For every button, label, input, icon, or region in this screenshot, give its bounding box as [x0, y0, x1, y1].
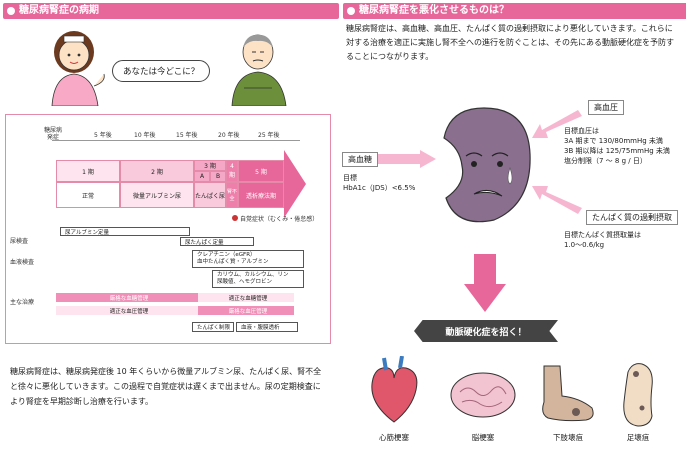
desc-microalbumin-text: 微量アルブミン尿	[133, 192, 181, 200]
blood-bar-creatinine: クレアチニン（eGFR） 血中たんぱく質・アルブミン	[192, 250, 304, 268]
urine-bar-protein: 尿たんぱく定量	[180, 237, 254, 246]
tx-proper-bp-text: 適正な血圧管理	[109, 308, 149, 315]
desc-normal: 正常	[56, 182, 120, 208]
desc-dialysis: 透析療法期	[238, 182, 284, 208]
desc-dialysis-text: 透析療法期	[245, 192, 276, 200]
factor-hypertension-line-2: 3A 期まで 130/80mmHg 未満	[564, 137, 663, 145]
tx-proper-glucose: 適正な血糖管理	[198, 293, 294, 302]
bullet-icon	[7, 7, 15, 15]
question-bubble: あなたは今どこに？	[112, 60, 211, 82]
right-section-header: 糖尿病腎症を悪化させるものは？	[343, 3, 686, 19]
year-tick-20: 20 年後	[218, 132, 240, 139]
kidney-illustration	[443, 107, 531, 223]
left-header-text: 糖尿病腎症の病期	[19, 5, 99, 16]
row-label-urine: 尿検査	[10, 238, 29, 245]
stage-3b-label: B	[215, 173, 221, 180]
down-arrow	[464, 254, 506, 312]
tx-proper-glucose-text: 適正な血糖管理	[228, 295, 268, 302]
stage-2-label: 2 期	[151, 168, 163, 176]
arrow-hypertension	[532, 110, 582, 138]
row-label-treatment: 主な治療	[10, 299, 35, 306]
bullet-icon	[347, 7, 355, 15]
desc-proteinuria: たんぱく尿	[194, 182, 226, 208]
year-tick-10: 10 年後	[134, 132, 156, 139]
factor-hyperglycemia-target: HbA1c（JDS）<6.5%	[343, 184, 416, 192]
year-tick-5: 5 年後	[94, 132, 112, 139]
stage-3b: B	[210, 171, 226, 182]
desc-renal-failure: 腎不全	[226, 182, 238, 208]
symptom-marker	[232, 215, 238, 221]
blood-bar-electrolytes: カリウム、カルシウム、リン 尿酸値、ヘモグロビン	[212, 270, 304, 288]
tx-protein-restriction: たんぱく制限	[192, 322, 234, 332]
stage-4-label: 4 期	[228, 163, 235, 179]
stage-5: 5 期	[238, 160, 284, 182]
tx-dialysis-text: 血液・腹膜透析	[241, 325, 280, 331]
disease-cerebral-infarction: 脳梗塞	[471, 433, 495, 442]
year-tick-15: 15 年後	[176, 132, 198, 139]
desc-microalbumin: 微量アルブミン尿	[120, 182, 194, 208]
factor-hypertension-line-3: 3B 期以降は 125/75mmHg 未満	[564, 147, 670, 155]
factor-protein-line-2: 1.0～0.6/kg	[564, 241, 605, 249]
stage-3a-label: A	[199, 173, 205, 180]
tx-protein-restriction-text: たんぱく制限	[197, 325, 231, 331]
stage-3-label: 3 期	[204, 163, 216, 170]
stage-1: 1 期	[56, 160, 120, 182]
desc-renal-failure-text: 腎不全	[227, 189, 238, 202]
disease-foot-gangrene: 足壊疽	[626, 433, 650, 442]
tx-proper-bp: 適正な血圧管理	[56, 306, 198, 315]
desc-normal-text: 正常	[81, 192, 94, 200]
year-tick-25: 25 年後	[258, 132, 280, 139]
bubble-text: あなたは今どこに？	[123, 67, 200, 77]
factor-hyperglycemia-title: 高血糖	[342, 152, 378, 167]
onset-label: 糖尿病 発症	[43, 127, 62, 141]
arteriosclerosis-banner: 動脈硬化症を招く！	[414, 320, 558, 342]
row-label-blood: 血液検査	[10, 259, 35, 266]
arrow-hyperglycemia	[378, 150, 436, 168]
factor-protein-line-1: 目標たんぱく質摂取量は	[564, 231, 641, 239]
tx-strict-bp-text: 厳格な血圧管理	[228, 308, 268, 315]
factor-hypertension-line-4: 塩分制限（7 ～ 8 g / 日）	[564, 157, 647, 165]
foot-illustration	[542, 365, 594, 422]
stage-1-label: 1 期	[82, 168, 94, 176]
stage-arrow-head	[284, 150, 306, 218]
symptom-note: 自覚症状（むくみ・倦怠感）	[240, 216, 319, 223]
stage-3: 3 期	[194, 160, 226, 171]
tx-strict-bp: 厳格な血圧管理	[198, 306, 294, 315]
disease-myocardial-infarction: 心筋梗塞	[379, 433, 409, 442]
factor-hypertension-title: 高血圧	[588, 100, 624, 115]
factor-protein-title: たんぱく質の過剰摂取	[586, 210, 678, 225]
patient-illustration	[231, 34, 287, 106]
urine-bar-albumin-text: 尿アルブミン定量	[65, 229, 109, 236]
heart-illustration	[371, 356, 418, 423]
left-paragraph: 糖尿病腎症は、糖尿病発症後 10 年くらいから微量アルブミン尿、たんぱく尿、腎不…	[10, 367, 322, 406]
banner-text: 動脈硬化症を招く！	[445, 327, 527, 338]
stage-4: 4 期	[226, 160, 238, 182]
left-section-header: 糖尿病腎症の病期	[3, 3, 339, 19]
stage-chart: 糖尿病 発症 5 年後 10 年後 15 年後 20 年後 25 年後 1 期 …	[5, 114, 331, 344]
tx-strict-glucose: 厳格な血糖管理	[56, 293, 198, 302]
nurse-illustration	[51, 31, 105, 106]
tx-strict-glucose-text: 厳格な血糖管理	[109, 295, 149, 302]
stage-2: 2 期	[120, 160, 194, 182]
brain-illustration	[450, 372, 516, 418]
disease-lower-limb-gangrene: 下肢壊疽	[553, 433, 583, 442]
arrow-protein	[532, 186, 582, 214]
desc-proteinuria-text: たんぱく尿	[195, 192, 226, 200]
tx-dialysis: 血液・腹膜透析	[236, 322, 298, 332]
blood-bar-creatinine-text: クレアチニン（eGFR） 血中たんぱく質・アルブミン	[197, 252, 269, 265]
blood-bar-electrolytes-text: カリウム、カルシウム、リン 尿酸値、ヘモグロビン	[217, 272, 289, 285]
urine-bar-albumin: 尿アルブミン定量	[60, 227, 190, 236]
foot-sole-illustration	[623, 363, 653, 427]
stage-3a: A	[194, 171, 210, 182]
right-header-text: 糖尿病腎症を悪化させるものは？	[359, 5, 509, 16]
timeline-axis	[52, 140, 300, 141]
stage-5-label: 5 期	[255, 168, 267, 176]
right-paragraph: 糖尿病腎症は、高血糖、高血圧、たんぱく質の過剰摂取により悪化していきます。これら…	[346, 24, 674, 61]
factor-hypertension-line-1: 目標血圧は	[564, 127, 599, 135]
urine-bar-protein-text: 尿たんぱく定量	[185, 239, 224, 246]
factor-hyperglycemia-target-label: 目標	[343, 174, 357, 182]
